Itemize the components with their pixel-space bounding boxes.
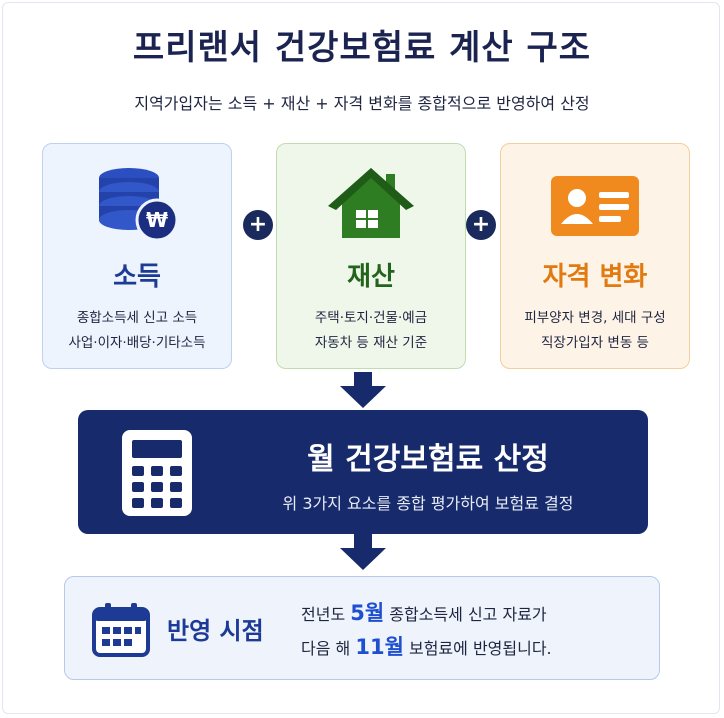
november-highlight: 11월 [355,635,404,659]
timing-line2-text-end: 보험료에 반영됩니다. [403,639,552,658]
id-card-icon [501,162,689,242]
timing-line2: 다음 해 11월 보험료에 반영됩니다. [301,631,552,661]
income-desc-line2: 사업·이자·배당·기타소득 [68,335,206,351]
asset-card: 재산 주택·토지·건물·예금 자동차 등 재산 기준 [276,143,466,369]
income-card: ₩ 소득 종합소득세 신고 소득 사업·이자·배당·기타소득 [42,143,232,369]
status-change-title: 자격 변화 [542,262,648,292]
income-title: 소득 [113,262,161,292]
status-change-desc-line2: 직장가입자 변동 등 [541,335,649,351]
asset-desc-line2: 자동차 등 재산 기준 [314,335,428,351]
asset-title: 재산 [347,262,395,292]
timing-line1-text-end: 종합소득세 신고 자료가 [384,605,547,624]
reflection-timing-box: 반영 시점 전년도 5월 종합소득세 신고 자료가 다음 해 11월 보험료에 … [64,576,660,680]
calendar-icon [91,601,151,661]
house-icon [277,162,465,242]
monthly-premium-desc: 위 3가지 요소를 종합 평가하여 보험료 결정 [282,494,574,513]
page-subtitle: 지역가입자는 소득 + 재산 + 자격 변화를 종합적으로 반영하여 산정 [134,94,590,113]
svg-text:₩: ₩ [146,208,168,232]
timing-line1-text: 전년도 [301,605,351,624]
page-title: 프리랜서 건강보험료 계산 구조 [132,28,592,68]
plus-icon: + [243,210,273,240]
asset-desc-line1: 주택·토지·건물·예금 [314,310,428,326]
plus-icon: + [466,210,496,240]
reflection-timing-title: 반영 시점 [167,617,264,645]
monthly-premium-box: 월 건강보험료 산정 위 3가지 요소를 종합 평가하여 보험료 결정 [78,410,648,534]
arrow-down-icon [340,372,386,408]
income-desc-line1: 종합소득세 신고 소득 [76,310,198,326]
timing-line2-text: 다음 해 [301,639,356,658]
monthly-premium-title: 월 건강보험료 산정 [307,442,549,477]
arrow-down-icon [340,534,386,570]
timing-line1: 전년도 5월 종합소득세 신고 자료가 [301,597,547,627]
status-change-card: 자격 변화 피부양자 변경, 세대 구성 직장가입자 변동 등 [500,143,690,369]
calculator-icon [118,428,198,522]
may-highlight: 5월 [350,601,385,625]
coins-won-icon: ₩ [43,162,231,242]
status-change-desc-line1: 피부양자 변경, 세대 구성 [524,310,666,326]
